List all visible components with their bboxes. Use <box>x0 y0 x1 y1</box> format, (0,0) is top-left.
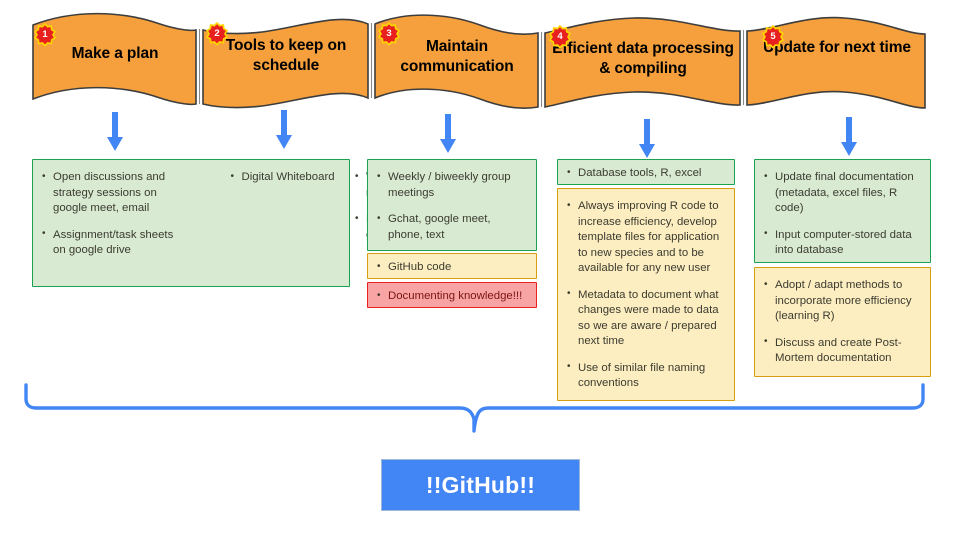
content-box-step-4-green: Database tools, R, excel <box>557 159 735 185</box>
arrow-down-icon <box>440 114 456 153</box>
list-item: Discuss and create Post-Mortem documenta… <box>763 335 921 367</box>
arrow-down-3 <box>437 114 459 154</box>
list-item: Use of similar file naming conventions <box>566 360 725 392</box>
list-item: Metadata to document what changes were m… <box>566 287 725 350</box>
github-callout[interactable]: !!GitHub!! <box>381 459 580 511</box>
list-item-sub: Digital Whiteboard <box>198 170 341 186</box>
content-box-padding: Open discussions and strategy sessions o… <box>33 160 489 286</box>
banner-ribbon-shape <box>32 12 926 110</box>
list-item: Always improving R code to increase effi… <box>566 199 725 277</box>
content-box-step-5-green: Update final documentation (metadata, ex… <box>754 159 931 263</box>
content-box-step-1-2-green: Open discussions and strategy sessions o… <box>32 159 489 287</box>
process-banner: Make a plan Tools to keep on schedule Ma… <box>0 0 960 130</box>
list-item: Input computer-stored data into database <box>763 227 921 259</box>
step-badge-2: 2 <box>205 22 229 46</box>
content-box-step-3-yellow: GitHub code <box>367 253 537 279</box>
list-item: Weekly / biweekly group meetings <box>376 170 527 201</box>
bullet-list: GitHub code <box>376 260 528 276</box>
step-badge-1: 1 <box>33 23 57 47</box>
step-badge-1-number: 1 <box>42 28 48 40</box>
starburst-icon <box>206 22 228 46</box>
step-badge-3-number: 3 <box>386 27 392 39</box>
arrow-down-icon <box>639 119 655 158</box>
bullet-list: Update final documentation (metadata, ex… <box>763 170 921 259</box>
starburst-icon <box>34 23 56 47</box>
bullet-list: Database tools, R, excel <box>566 166 726 182</box>
arrow-down-icon <box>107 112 123 151</box>
step-badge-3: 3 <box>377 22 401 46</box>
content-box-padding: Database tools, R, excel <box>558 160 734 184</box>
summary-brace <box>22 383 927 445</box>
starburst-icon <box>378 22 400 46</box>
list-item: Documenting knowledge!!! <box>376 289 528 305</box>
arrow-down-4 <box>636 119 658 159</box>
content-box-step-3-red: Documenting knowledge!!! <box>367 282 537 308</box>
content-box-padding: Adopt / adapt methods to incorporate mor… <box>755 268 930 376</box>
step-badge-5: 5 <box>761 25 785 49</box>
list-item: Open discussions and strategy sessions o… <box>41 170 184 217</box>
arrow-down-1 <box>104 112 126 152</box>
content-box-padding: Update final documentation (metadata, ex… <box>755 160 930 262</box>
list-item: Adopt / adapt methods to incorporate mor… <box>763 278 921 325</box>
bullet-list: Always improving R code to increase effi… <box>566 199 725 392</box>
list-item: Gchat, google meet, phone, text <box>376 212 527 243</box>
arrow-down-2 <box>273 110 295 150</box>
step-badge-4: 4 <box>548 25 572 49</box>
content-box-step-4-yellow: Always improving R code to increase effi… <box>557 188 735 401</box>
arrow-down-icon <box>276 110 292 149</box>
list-item: Assignment/task sheets on google drive <box>41 227 184 259</box>
arrow-down-icon <box>841 117 857 156</box>
github-label: !!GitHub!! <box>425 471 536 498</box>
curly-brace-icon <box>24 383 925 433</box>
starburst-icon <box>549 25 571 49</box>
bullet-list: Adopt / adapt methods to incorporate mor… <box>763 278 921 367</box>
content-box-padding: Always improving R code to increase effi… <box>558 189 734 400</box>
list-item: Database tools, R, excel <box>566 166 726 182</box>
starburst-icon <box>762 25 784 49</box>
bullet-list: Documenting knowledge!!! <box>376 289 528 305</box>
step-badge-5-number: 5 <box>770 30 776 42</box>
step-badge-2-number: 2 <box>214 27 220 39</box>
bullet-list: Weekly / biweekly group meetings Gchat, … <box>376 170 527 243</box>
content-box-padding: Weekly / biweekly group meetings Gchat, … <box>368 160 536 250</box>
step-badge-4-number: 4 <box>557 30 563 42</box>
list-item: Update final documentation (metadata, ex… <box>763 170 921 217</box>
list-item: GitHub code <box>376 260 528 276</box>
arrow-down-5 <box>838 117 860 157</box>
content-box-padding: Documenting knowledge!!! <box>368 283 536 307</box>
content-box-step-3-green: Weekly / biweekly group meetings Gchat, … <box>367 159 537 251</box>
content-box-padding: GitHub code <box>368 254 536 278</box>
content-box-step-5-yellow: Adopt / adapt methods to incorporate mor… <box>754 267 931 377</box>
